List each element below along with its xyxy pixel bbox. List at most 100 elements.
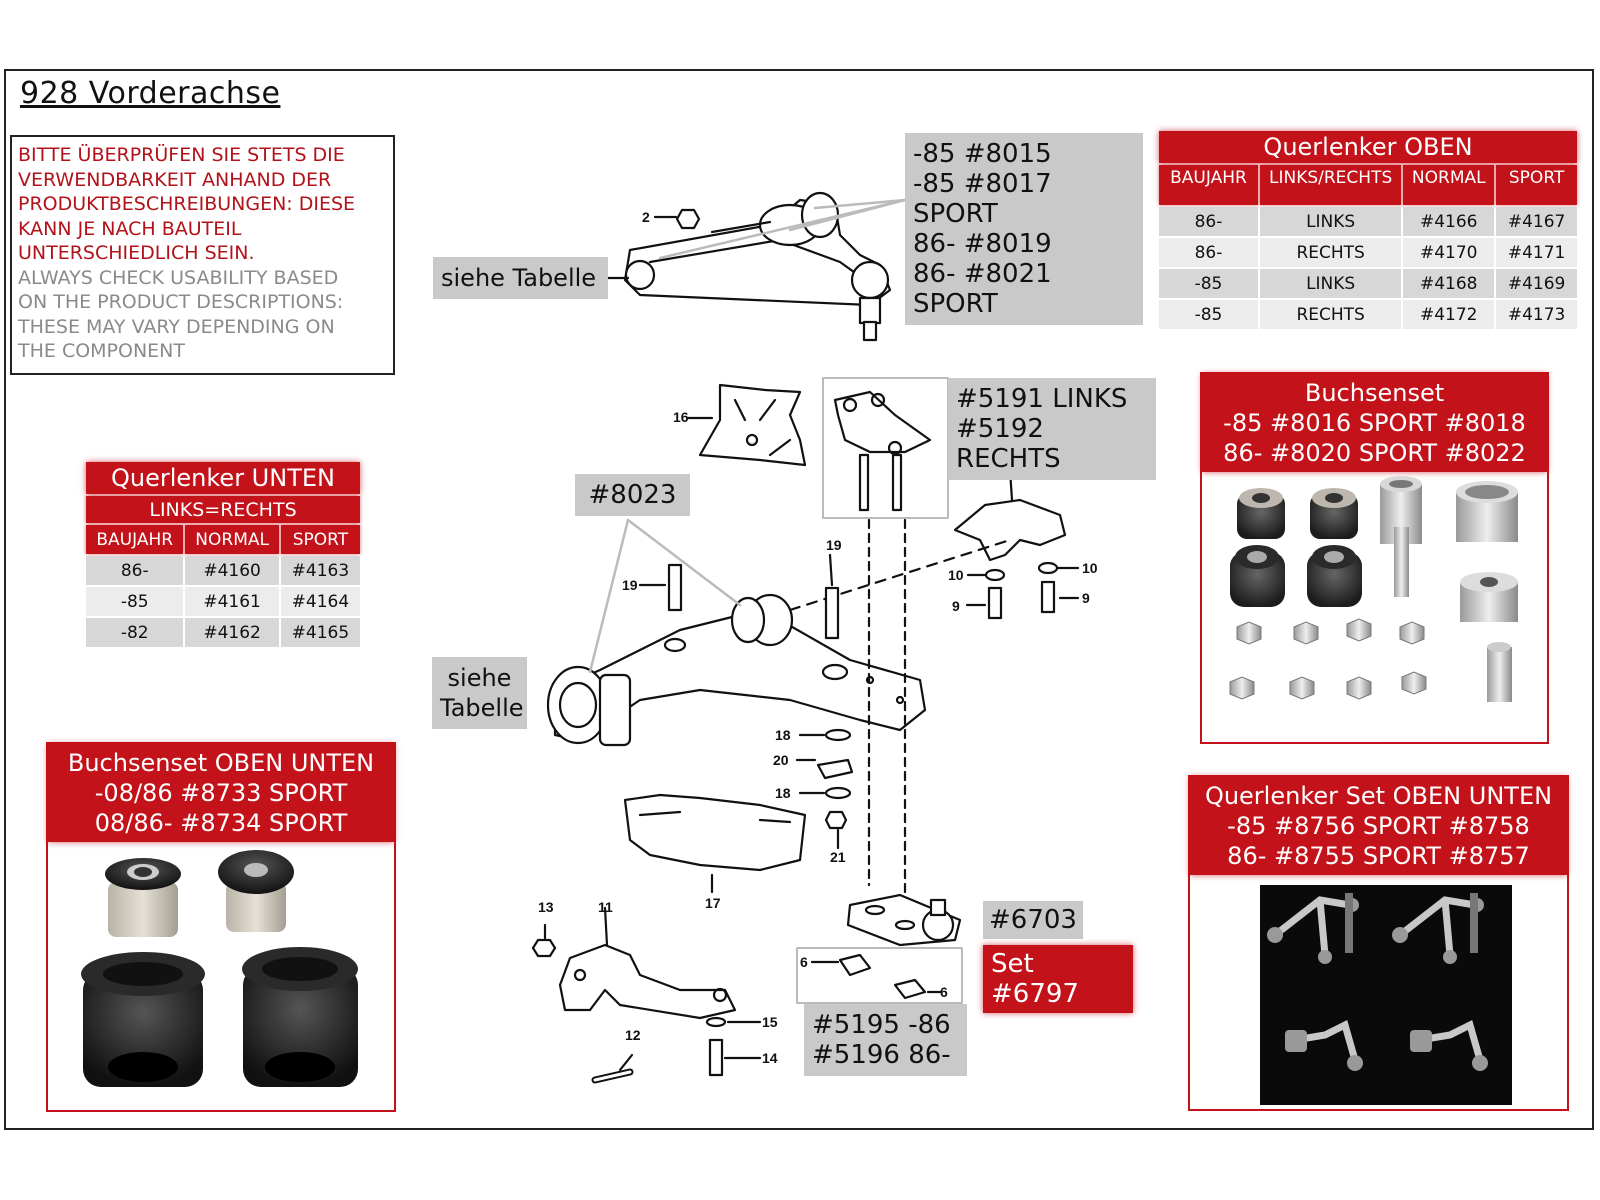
diagram-number: 9 — [1082, 590, 1090, 606]
siehe-tabelle-line: Tabelle — [440, 694, 524, 722]
panel-header-line: 08/86- #8734 SPORT — [94, 809, 348, 837]
ball-joint-set-label: Set #6797 — [983, 945, 1133, 1013]
table-cell: #4173 — [1496, 300, 1577, 329]
siehe-tabelle-upper-label: siehe Tabelle — [433, 257, 608, 299]
table-row: 86- RECHTS #4170 #4171 — [1159, 238, 1577, 267]
table-cell: 86- — [1159, 207, 1258, 236]
upper-arm-parts-label: -85 #8015 -85 #8017 SPORT 86- #8019 86- … — [905, 133, 1143, 325]
panel-header-line: -85 #8016 SPORT #8018 — [1223, 409, 1526, 437]
table-cell: #4164 — [280, 587, 360, 616]
panel-header-line: -85 #8756 SPORT #8758 — [1227, 812, 1530, 840]
siehe-tabelle-line: siehe — [447, 664, 512, 692]
column-header: LINKS/RECHTS — [1259, 165, 1402, 205]
diagram-number: 10 — [1082, 560, 1098, 576]
notice-de-line: BITTE ÜBERPRÜFEN SIE STETS DIE — [18, 144, 345, 166]
plate-part-line: #5195 -86 — [812, 1010, 951, 1040]
siehe-tabelle-lower-label: siehe Tabelle — [432, 657, 527, 729]
table-cell: #4171 — [1496, 238, 1577, 267]
table-cell: 86- — [1159, 238, 1258, 267]
table-caption: Querlenker OBEN — [1159, 131, 1577, 163]
table-subcaption: LINKS=RECHTS — [86, 496, 360, 523]
table-cell: -85 — [1159, 300, 1258, 329]
column-header: NORMAL — [185, 525, 279, 554]
table-cell: #4172 — [1403, 300, 1495, 329]
diagram-number: 19 — [826, 537, 842, 553]
diagram-number: 2 — [642, 209, 650, 225]
lower-control-arm-drawing — [546, 593, 927, 747]
notice-de-line: VERWENDBARKEIT ANHAND DER — [18, 168, 332, 191]
panel-header: Querlenker Set OBEN UNTEN -85 #8756 SPOR… — [1190, 777, 1567, 875]
usability-notice: BITTE ÜBERPRÜFEN SIE STETS DIE VERWENDBA… — [10, 135, 395, 375]
table-cell: #4169 — [1496, 269, 1577, 298]
diagram-number: 9 — [952, 598, 960, 614]
querlenker-unten-table: Querlenker UNTEN LINKS=RECHTS BAUJAHR NO… — [84, 460, 362, 649]
upper-arm-part-line: -85 #8015 — [913, 139, 1052, 169]
diagram-number: 14 — [762, 1050, 778, 1066]
table-cell: #4160 — [185, 556, 279, 585]
querlenker-set-panel: Querlenker Set OBEN UNTEN -85 #8756 SPOR… — [1188, 775, 1569, 1111]
notice-en-line: THESE MAY VARY DEPENDING ON — [18, 315, 335, 338]
table-cell: -85 — [86, 587, 184, 616]
notice-de-line: KANN JE NACH BAUTEIL — [18, 217, 242, 240]
diagram-number: 19 — [622, 577, 638, 593]
diagram-number: 11 — [598, 899, 613, 915]
column-header: SPORT — [280, 525, 360, 554]
diagram-number: 17 — [705, 895, 721, 911]
table-row: -85 RECHTS #4172 #4173 — [1159, 300, 1577, 329]
diagram-number: 21 — [830, 849, 846, 865]
bracket-part-line: #5192 RECHTS — [956, 414, 1061, 474]
buchsenset-panel: Buchsenset -85 #8016 SPORT #8018 86- #80… — [1200, 372, 1549, 744]
diagram-number: 18 — [775, 727, 791, 743]
diagram-number: 18 — [775, 785, 791, 801]
diagram-number: 15 — [762, 1014, 778, 1030]
panel-header: Buchsenset -85 #8016 SPORT #8018 86- #80… — [1202, 374, 1547, 472]
column-header: NORMAL — [1403, 165, 1495, 205]
table-cell: #4166 — [1403, 207, 1495, 236]
table-row: -85 LINKS #4168 #4169 — [1159, 269, 1577, 298]
notice-de-line: PRODUKTBESCHREIBUNGEN: DIESE — [18, 193, 356, 215]
notice-en-line: THE COMPONENT — [18, 340, 186, 362]
table-cell: LINKS — [1259, 207, 1402, 236]
lower-bushing-label: #8023 — [575, 474, 690, 516]
upper-control-arm-drawing — [623, 191, 892, 342]
table-cell: #4167 — [1496, 207, 1577, 236]
bushing-kit-photo — [1229, 476, 1518, 702]
ball-joint-label: #6703 — [983, 901, 1083, 939]
panel-header: Buchsenset OBEN UNTEN -08/86 #8733 SPORT… — [48, 744, 394, 842]
notice-en-line: ON THE PRODUCT DESCRIPTIONS: — [18, 291, 344, 313]
panel-header-line: Buchsenset — [1304, 379, 1445, 407]
diagram-number: 13 — [538, 899, 554, 915]
table-row: -82 #4162 #4165 — [86, 618, 360, 647]
upper-arm-part-line: -85 #8017 SPORT — [913, 169, 1052, 229]
bushing-set-photo — [81, 850, 358, 1087]
upper-arm-part-line: 86- #8021 SPORT — [913, 259, 1052, 319]
column-header: SPORT — [1496, 165, 1577, 205]
table-row: -85 #4161 #4164 — [86, 587, 360, 616]
panel-header-line: 86- #8755 SPORT #8757 — [1227, 842, 1530, 870]
table-row: 86- LINKS #4166 #4167 — [1159, 207, 1577, 236]
plate-part-line: #5196 86- — [812, 1040, 951, 1070]
diagram-number: 6 — [800, 954, 808, 970]
table-cell: #4163 — [280, 556, 360, 585]
upper-arm-part-line: 86- #8019 — [913, 229, 1052, 259]
table-caption: Querlenker UNTEN — [86, 462, 360, 494]
notice-de-line: UNTERSCHIEDLICH SEIN. — [18, 242, 255, 264]
page-title: 928 Vorderachse — [20, 76, 281, 111]
diagram-number: 16 — [673, 409, 689, 425]
table-row: 86- #4160 #4163 — [86, 556, 360, 585]
table-cell: -85 — [1159, 269, 1258, 298]
page-frame — [4, 69, 1594, 1130]
diagram-number: 10 — [948, 567, 964, 583]
table-cell: #4161 — [185, 587, 279, 616]
table-cell: #4165 — [280, 618, 360, 647]
table-cell: #4170 — [1403, 238, 1495, 267]
diagram-number: 12 — [625, 1027, 641, 1043]
column-header: BAUJAHR — [86, 525, 184, 554]
plate-parts-label: #5195 -86 #5196 86- — [804, 1004, 967, 1076]
table-cell: #4168 — [1403, 269, 1495, 298]
diagram-number: 6 — [940, 984, 948, 1000]
column-header: BAUJAHR — [1159, 165, 1258, 205]
table-cell: 86- — [86, 556, 184, 585]
table-cell: RECHTS — [1259, 238, 1402, 267]
